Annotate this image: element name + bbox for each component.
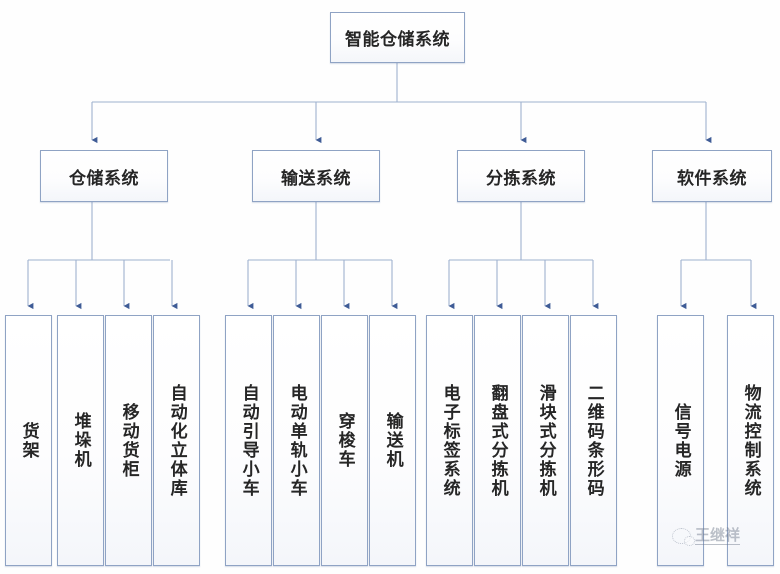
node-branch-label: 输送系统 [281, 168, 351, 188]
node-leaf-label: 翻盘式分拣机 [488, 383, 508, 498]
node-leaf-agv[interactable]: 自动引导小车 [225, 315, 272, 566]
node-leaf-signal-power-supply[interactable]: 信号电源 [657, 315, 704, 566]
node-leaf-label: 穿梭车 [335, 412, 355, 469]
node-branch-label: 软件系统 [677, 168, 747, 188]
node-leaf-label: 二维码条形码 [584, 383, 604, 498]
node-leaf-rack[interactable]: 货架 [5, 315, 52, 566]
node-leaf-label: 自动引导小车 [239, 383, 259, 498]
node-leaf-label: 物流控制系统 [741, 383, 761, 498]
node-branch-conveying-system[interactable]: 输送系统 [252, 150, 380, 202]
node-leaf-label: 堆垛机 [71, 412, 91, 469]
node-leaf-mobile-cabinet[interactable]: 移动货柜 [105, 315, 152, 566]
node-leaf-conveyor[interactable]: 输送机 [369, 315, 416, 566]
node-leaf-label: 信号电源 [671, 402, 691, 479]
node-leaf-sliding-shoe-sorter[interactable]: 滑块式分拣机 [522, 315, 569, 566]
node-leaf-shuttle-vehicle[interactable]: 穿梭车 [321, 315, 368, 566]
node-leaf-stacker-crane[interactable]: 堆垛机 [57, 315, 104, 566]
node-leaf-logistics-control-system[interactable]: 物流控制系统 [727, 315, 774, 566]
node-leaf-label: 输送机 [383, 412, 403, 469]
node-leaf-label: 自动化立体库 [167, 383, 187, 498]
node-branch-software-system[interactable]: 软件系统 [652, 150, 772, 202]
node-root-label: 智能仓储系统 [345, 30, 450, 49]
node-leaf-electric-monorail-vehicle[interactable]: 电动单轨小车 [273, 315, 320, 566]
node-leaf-label: 货架 [19, 421, 39, 460]
node-branch-label: 分拣系统 [486, 168, 556, 188]
node-root-intelligent-warehousing[interactable]: 智能仓储系统 [330, 12, 465, 63]
node-leaf-automated-storage-warehouse[interactable]: 自动化立体库 [153, 315, 200, 566]
node-branch-label: 仓储系统 [69, 168, 139, 188]
node-branch-storage-system[interactable]: 仓储系统 [40, 150, 168, 202]
node-leaf-label: 电子标签系统 [440, 383, 460, 498]
node-leaf-qr-barcode[interactable]: 二维码条形码 [570, 315, 617, 566]
node-leaf-tilt-tray-sorter[interactable]: 翻盘式分拣机 [474, 315, 521, 566]
node-leaf-label: 滑块式分拣机 [536, 383, 556, 498]
node-leaf-electronic-label-system[interactable]: 电子标签系统 [426, 315, 473, 566]
node-branch-sorting-system[interactable]: 分拣系统 [457, 150, 585, 202]
node-leaf-label: 移动货柜 [119, 402, 139, 479]
node-leaf-label: 电动单轨小车 [287, 383, 307, 498]
